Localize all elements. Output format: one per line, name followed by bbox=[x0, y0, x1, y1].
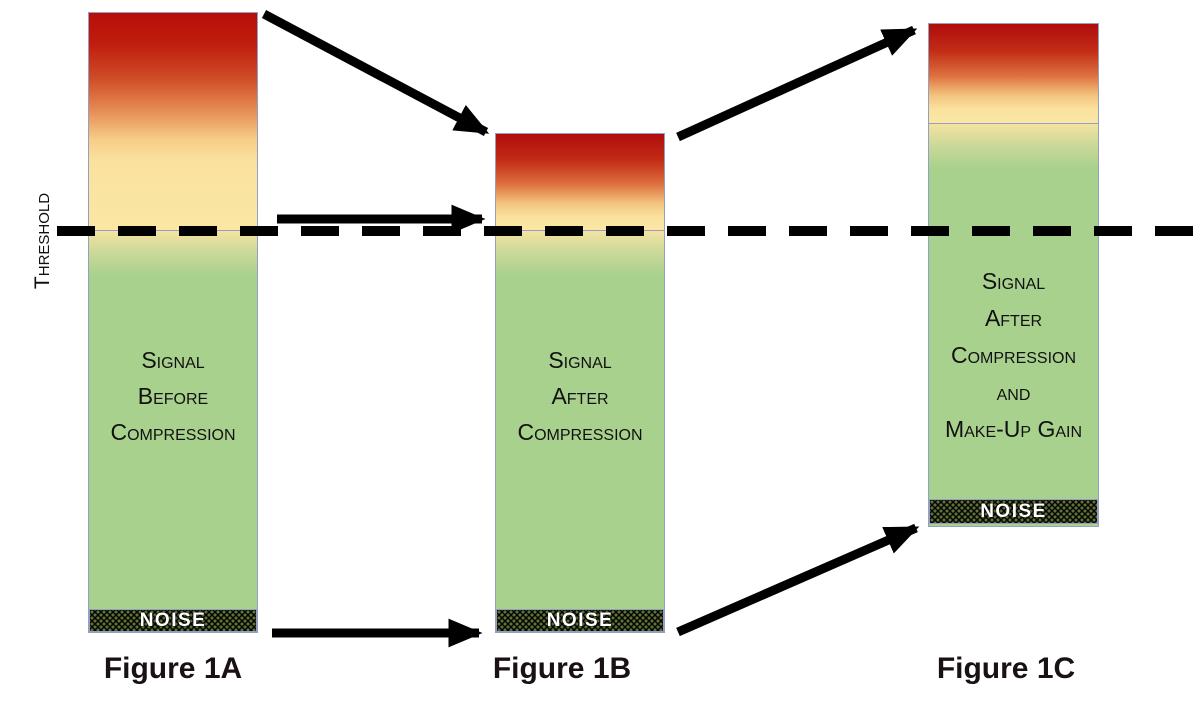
figure-caption-1a: Figure 1A bbox=[103, 652, 243, 685]
signal-label-line: Make-Up Gain bbox=[944, 416, 1083, 442]
signal-label-1c: Signal After Compression and Make-Up Gai… bbox=[928, 263, 1099, 448]
above-threshold-region-1c bbox=[928, 23, 1099, 123]
signal-label-line: After bbox=[984, 305, 1043, 331]
noise-band-1a: NOISE bbox=[89, 609, 257, 632]
signal-label-1b: Signal After Compression bbox=[495, 342, 665, 450]
signal-label-line: Compression bbox=[950, 342, 1077, 368]
arrow-peak-1a-to-1b bbox=[261, 10, 490, 136]
signal-label-line: Compression bbox=[517, 419, 643, 445]
below-threshold-region-1b bbox=[495, 230, 665, 633]
signal-label-line: Before bbox=[137, 383, 209, 409]
figure-caption-1c: Figure 1C bbox=[936, 652, 1076, 685]
signal-label-1a: Signal Before Compression bbox=[88, 342, 258, 450]
noise-band-1c: NOISE bbox=[929, 499, 1098, 524]
noise-label-1b: NOISE bbox=[546, 609, 614, 631]
arrow-peak-1b-to-1c bbox=[676, 25, 918, 142]
figure-caption-1b: Figure 1B bbox=[492, 652, 632, 685]
noise-label-1a: NOISE bbox=[139, 609, 207, 631]
arrow-floor-1b-to-1c bbox=[676, 523, 920, 637]
below-threshold-region-1c bbox=[928, 123, 1099, 527]
signal-label-line: Signal bbox=[141, 347, 205, 373]
signal-label-line: Compression bbox=[110, 419, 236, 445]
signal-label-line: and bbox=[996, 379, 1031, 405]
signal-bar-makeup-gain: Signal After Compression and Make-Up Gai… bbox=[928, 23, 1099, 527]
noise-label-1c: NOISE bbox=[980, 500, 1047, 522]
signal-label-line: Signal bbox=[981, 268, 1046, 294]
noise-band-1b: NOISE bbox=[496, 609, 664, 632]
below-threshold-region-1a bbox=[88, 230, 258, 633]
signal-label-line: Signal bbox=[548, 347, 612, 373]
above-threshold-region-1b bbox=[495, 133, 665, 230]
above-threshold-region-1a bbox=[88, 12, 258, 230]
signal-label-line: After bbox=[551, 383, 609, 409]
signal-bar-before-compression: Signal Before Compression NOISE bbox=[88, 12, 258, 633]
threshold-axis-label: Threshold bbox=[31, 192, 54, 290]
signal-bar-after-compression: Signal After Compression NOISE bbox=[495, 133, 665, 633]
